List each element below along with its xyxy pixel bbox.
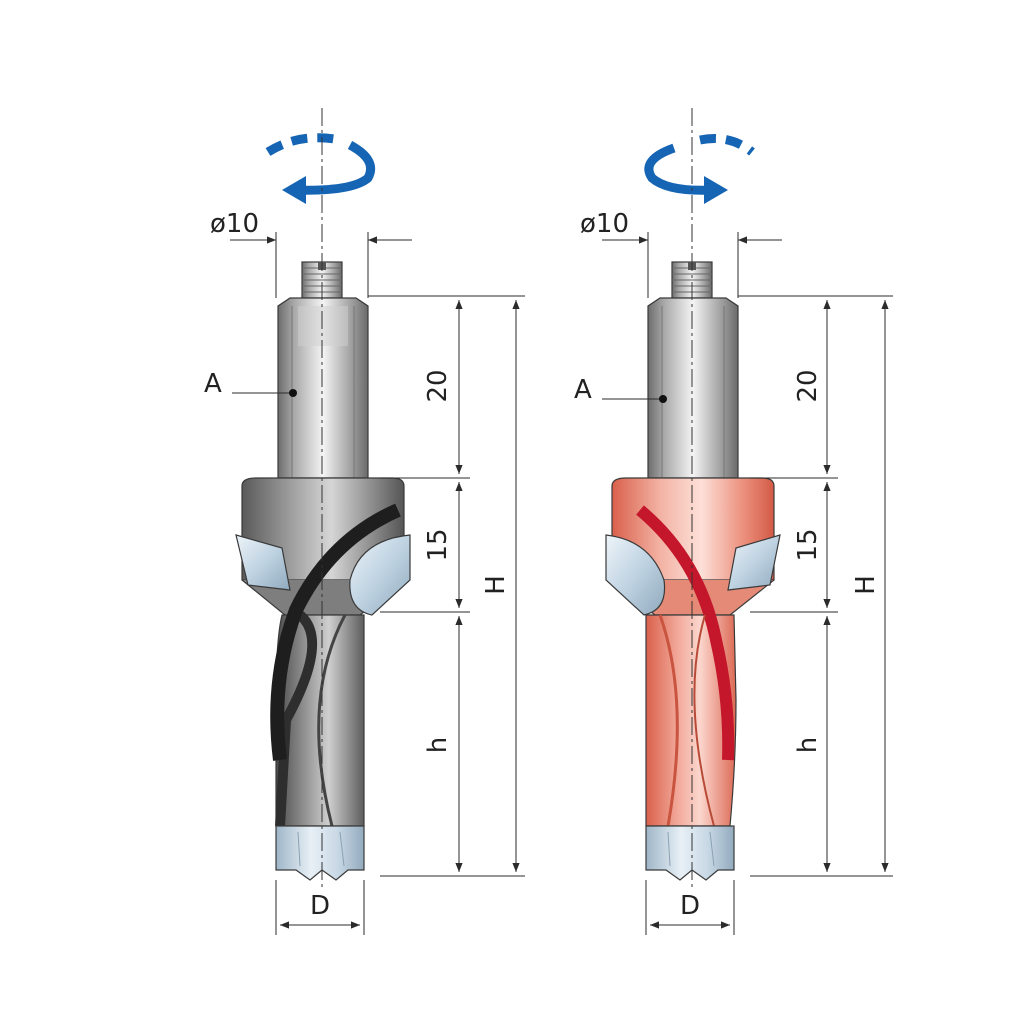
bit-diameter-label: D	[310, 891, 330, 921]
shank-diameter-dimension: ø10	[210, 209, 412, 298]
spiral-body-right	[636, 505, 737, 827]
bit-diameter-dimension-right: D	[645, 880, 735, 935]
length-dimensions-right: 20 15 h H	[738, 295, 893, 877]
cutting-length-label: h	[423, 737, 453, 753]
shank-diameter-label-right: ø10	[580, 209, 629, 239]
cutting-length-label-right: h	[793, 737, 823, 753]
cutting-tip-right	[645, 825, 735, 881]
collar-length-label: 15	[423, 528, 453, 561]
shank-diameter-label: ø10	[210, 209, 259, 239]
rotation-arrow-ccw-icon	[265, 133, 376, 204]
total-length-label: H	[481, 575, 511, 595]
marker-a-label: A	[204, 369, 222, 399]
rotation-arrow-cw-icon	[644, 134, 755, 204]
drill-bit-left: A ø10 20 15 h H	[204, 108, 525, 935]
marker-a-label-right: A	[574, 375, 592, 405]
cutting-tip	[275, 825, 365, 881]
shank	[277, 297, 369, 479]
collar-length-label-right: 15	[793, 528, 823, 561]
drill-bit-right: A ø10 20 15 h H	[574, 108, 893, 935]
shank-length-label: 20	[423, 369, 453, 402]
bit-diameter-label-right: D	[680, 891, 700, 921]
countersink-blades-right	[605, 534, 781, 616]
countersink-blades	[235, 534, 411, 616]
length-dimensions: 20 15 h H	[368, 295, 525, 877]
shank-diameter-dimension-right: ø10	[580, 209, 782, 298]
shank-right	[647, 297, 739, 479]
bit-diameter-dimension: D	[275, 880, 365, 935]
shank-length-label-right: 20	[793, 369, 823, 402]
flat-marker-a: A	[204, 369, 297, 399]
total-length-label-right: H	[851, 575, 881, 595]
flat-marker-a-right: A	[574, 375, 667, 405]
